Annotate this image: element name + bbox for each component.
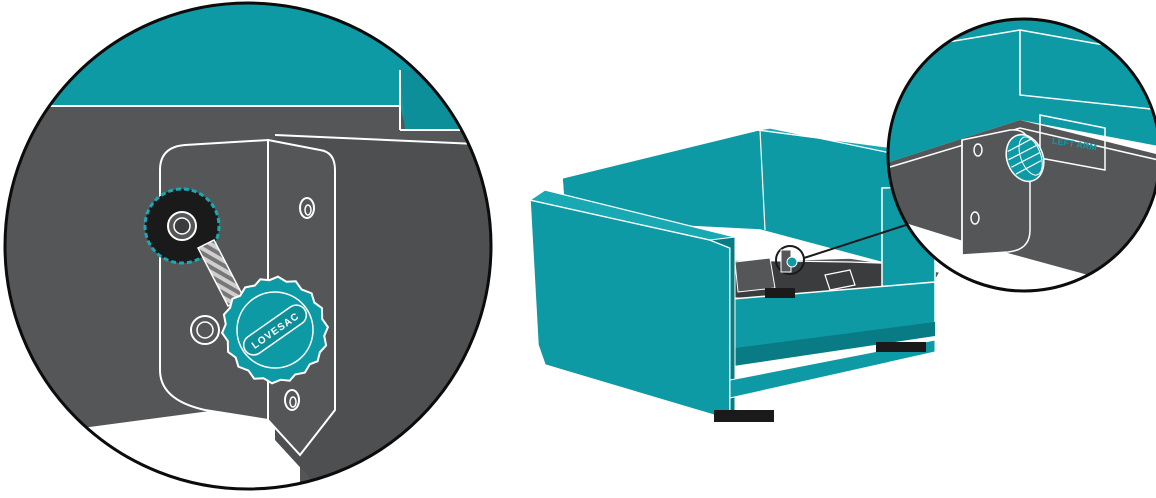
left-zoom-cushion-side bbox=[400, 70, 500, 130]
sofa-foot bbox=[765, 288, 795, 298]
left-zoom-detail: LOVESAC bbox=[0, 0, 500, 493]
sofa-foot bbox=[876, 342, 926, 352]
sofa-foot bbox=[714, 410, 774, 422]
sofa-illustration bbox=[530, 128, 940, 422]
